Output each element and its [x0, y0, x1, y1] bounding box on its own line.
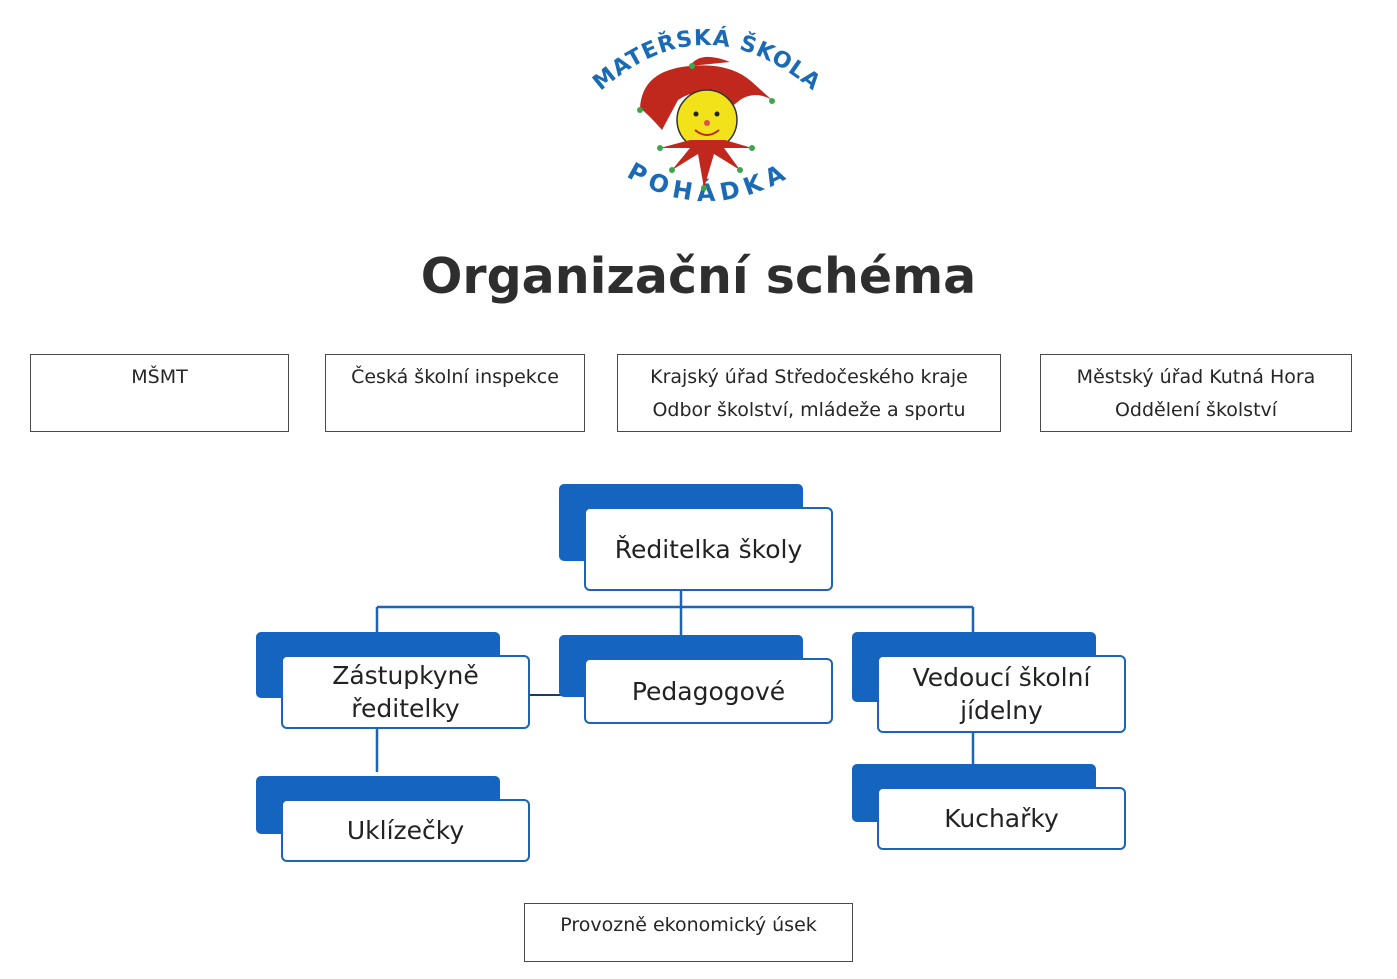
- node-director: Ředitelka školy: [584, 507, 833, 591]
- node-kitchen-head: Vedoucí školní jídelny: [877, 655, 1126, 733]
- authority-csi: Česká školní inspekce: [325, 354, 585, 432]
- node-label: Kuchařky: [944, 804, 1059, 833]
- node-label: Zástupkyně: [332, 661, 479, 690]
- authority-line: Česká školní inspekce: [351, 366, 559, 388]
- school-logo: MATEŘSKÁ ŠKOLA POHÁDKA: [588, 25, 824, 207]
- node-label: Vedoucí školní: [912, 663, 1091, 692]
- authority-line: Městský úřad Kutná Hora: [1076, 366, 1316, 388]
- node-label: ředitelky: [351, 694, 460, 723]
- node-cooks: Kuchařky: [877, 787, 1126, 850]
- node-deputy: Zástupkyně ředitelky: [281, 655, 530, 729]
- operations-box: Provozně ekonomický úsek: [524, 903, 853, 962]
- node-label: Pedagogové: [631, 676, 786, 706]
- authority-msmt: MŠMT: [30, 354, 289, 432]
- authority-line: Oddělení školství: [1114, 399, 1278, 421]
- jester-icon: [637, 56, 775, 191]
- authority-regional-office: Krajský úřad Středočeského kraje Odbor š…: [617, 354, 1001, 432]
- authority-line: Odbor školství, mládeže a sportu: [652, 399, 966, 421]
- operations-label: Provozně ekonomický úsek: [560, 914, 817, 936]
- authority-line: MŠMT: [131, 366, 188, 388]
- node-label: Uklízečky: [346, 816, 465, 845]
- node-label: jídelny: [960, 696, 1043, 725]
- node-teachers: Pedagogové: [584, 658, 833, 724]
- authority-line: Krajský úřad Středočeského kraje: [650, 366, 968, 388]
- node-label: Ředitelka školy: [614, 534, 803, 564]
- node-cleaners: Uklízečky: [281, 799, 530, 862]
- authority-municipal-office: Městský úřad Kutná Hora Oddělení školstv…: [1040, 354, 1352, 432]
- page-title: Organizační schéma: [420, 248, 977, 305]
